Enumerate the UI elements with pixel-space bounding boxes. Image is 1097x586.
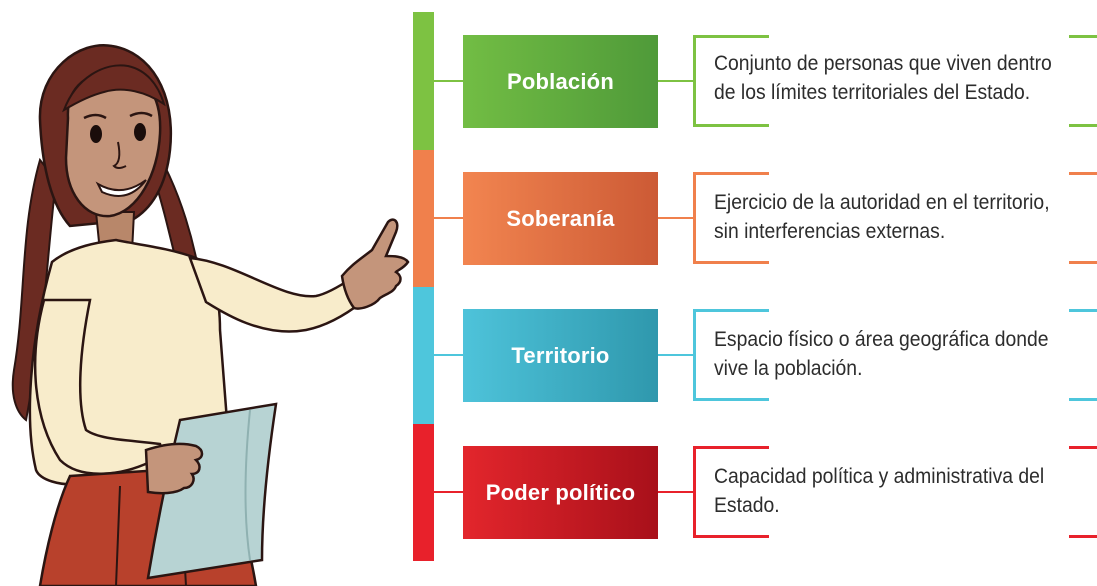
bracket-bottom-right-poder	[1069, 535, 1097, 538]
bracket-top-right-poblacion	[1069, 35, 1097, 38]
bracket-top-right-poder	[1069, 446, 1097, 449]
description-poder-politico: Capacidad política y administrativa del …	[714, 464, 1045, 517]
bracket-top-right-territorio	[1069, 309, 1097, 312]
teacher-illustration	[11, 43, 410, 586]
connector-spine-poder	[434, 491, 463, 493]
bracket-bottom-right-poblacion	[1069, 124, 1097, 127]
label-poblacion: Población	[463, 35, 658, 128]
connector-spine-territorio	[434, 354, 463, 356]
spine-segment-poblacion	[413, 12, 434, 150]
connector-label-poblacion	[658, 80, 694, 82]
smile	[95, 179, 147, 197]
bracket-bottom-right-territorio	[1069, 398, 1097, 401]
label-territorio: Territorio	[463, 309, 658, 402]
bracket-top-right-soberania	[1069, 172, 1097, 175]
bracket-bottom-left-territorio	[693, 398, 769, 401]
label-soberania: Soberanía	[463, 172, 658, 265]
label-poder-politico-text: Poder político	[485, 479, 636, 505]
bracket-bottom-right-soberania	[1069, 261, 1097, 264]
bracket-top-left-poder	[693, 446, 769, 449]
bracket-top-left-soberania	[693, 172, 769, 175]
description-territorio: Espacio físico o área geográfica donde v…	[714, 327, 1049, 380]
left-braid	[11, 157, 58, 422]
left-eye	[90, 125, 102, 143]
connector-spine-soberania	[434, 217, 463, 219]
bracket-left-poder	[693, 446, 696, 538]
bracket-bottom-left-poder	[693, 535, 769, 538]
spine-segment-poder	[413, 424, 434, 561]
connector-label-territorio	[658, 354, 694, 356]
label-poder-politico: Poder político	[463, 446, 658, 539]
bracket-top-left-poblacion	[693, 35, 769, 38]
bracket-left-poblacion	[693, 35, 696, 127]
connector-label-soberania	[658, 217, 694, 219]
description-poblacion: Conjunto de personas que viven dentro de…	[714, 51, 1052, 104]
bracket-top-left-territorio	[693, 309, 769, 312]
holding-hand	[144, 442, 204, 495]
bracket-bottom-left-poblacion	[693, 124, 769, 127]
bracket-left-soberania	[693, 172, 696, 264]
label-poblacion-text: Población	[507, 68, 614, 94]
fringe	[62, 64, 166, 113]
right-eye	[134, 123, 146, 141]
label-soberania-text: Soberanía	[506, 205, 615, 231]
bracket-left-territorio	[693, 309, 696, 401]
description-soberania: Ejercicio de la autoridad en el territor…	[714, 190, 1050, 243]
connector-label-poder	[658, 491, 694, 493]
label-territorio-text: Territorio	[511, 342, 610, 368]
pointing-hand	[340, 218, 410, 310]
connector-spine-poblacion	[434, 80, 463, 82]
spine-segment-soberania	[413, 150, 434, 287]
spine-segment-territorio	[413, 287, 434, 424]
bracket-bottom-left-soberania	[693, 261, 769, 264]
